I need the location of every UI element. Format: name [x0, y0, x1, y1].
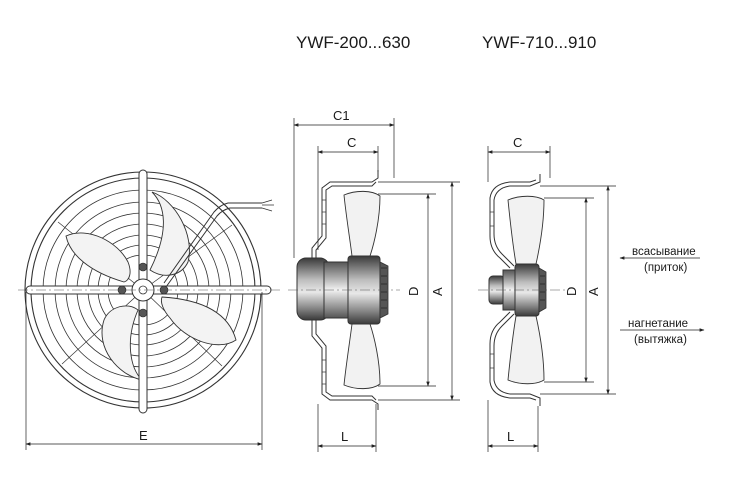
dimension-C-label-large: C [513, 135, 522, 150]
flow-suction-sublabel: (приток) [644, 262, 687, 274]
side-guard-top [311, 170, 379, 292]
dimension-A-label-large: A [586, 287, 601, 296]
dimensions-large: C D A L [487, 135, 616, 452]
side-blade-top [343, 190, 381, 257]
front-blades [65, 191, 237, 381]
side-large-guard-top [493, 174, 541, 267]
dimension-E-label: E [139, 428, 148, 443]
power-cable [163, 202, 262, 284]
side-large-blade-top [507, 195, 545, 265]
flow-suction-label: всасывание [632, 246, 696, 258]
cable-wires [261, 199, 274, 212]
title-large-series: YWF-710...910 [482, 33, 596, 52]
dimension-L-label-large: L [507, 429, 514, 444]
side-view-small [288, 170, 400, 410]
side-large-blade-bottom [507, 315, 545, 385]
dimension-D-label-large: D [564, 287, 579, 296]
side-view-large [478, 174, 568, 406]
front-view [18, 169, 280, 414]
dimension-C1-label: C1 [333, 108, 350, 123]
side-guard-bottom [311, 292, 379, 410]
title-small-series: YWF-200...630 [296, 33, 410, 52]
side-blade-bottom [343, 323, 381, 390]
dimension-A-label-small: A [430, 287, 445, 296]
dimension-D-label-small: D [406, 287, 421, 296]
dimensions-small: C1 C D A L [293, 108, 460, 452]
dimension-E: E [25, 292, 263, 450]
flow-discharge-sublabel: (вытяжка) [634, 334, 687, 346]
flow-discharge-label: нагнетание [628, 318, 688, 330]
dimension-C-label-small: C [347, 135, 356, 150]
dimension-L-label-small: L [341, 429, 348, 444]
side-large-guard-bottom [493, 313, 541, 406]
flow-annotations: всасывание (приток) нагнетание (вытяжка) [619, 246, 705, 346]
